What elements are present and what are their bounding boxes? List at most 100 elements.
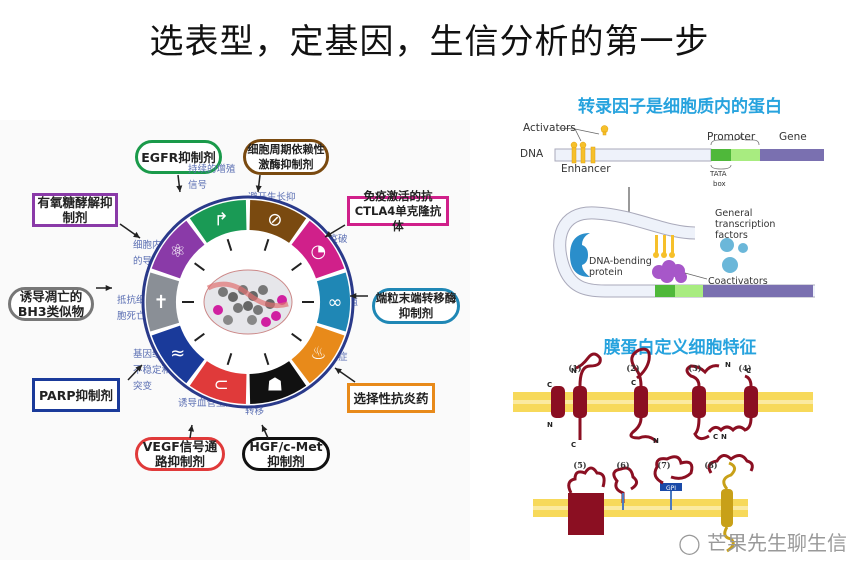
transmembrane-helix (551, 386, 565, 418)
tumor-cell (228, 292, 238, 302)
box-antiinflam: 选择性抗炎药 (347, 383, 435, 413)
terminus-label: C (713, 433, 718, 441)
activators-label: Activators (523, 122, 576, 134)
coactivators-label: Coactivators (708, 276, 768, 287)
box-label: PARP抑制剂 (39, 387, 113, 403)
wheel-segment (145, 272, 180, 332)
protein-type-label: (7) (657, 460, 670, 470)
bent-dna (553, 206, 815, 298)
transmembrane-helix (692, 386, 706, 418)
inward-arrow (194, 262, 205, 272)
wechat-icon: ◯ (678, 531, 701, 555)
protein-tail (744, 374, 753, 387)
multi-pass-protein (568, 493, 604, 535)
inward-arrow (226, 238, 233, 251)
wheel-segment (291, 220, 345, 279)
tf-bound (653, 235, 675, 258)
tumor-cell (247, 315, 257, 325)
inward-arrow (194, 332, 205, 342)
coactivators (652, 260, 687, 283)
terminus-label: N (721, 433, 727, 441)
general-transcription-factors (720, 238, 748, 273)
hallmark-label-genome: 基因组的不稳定和突变 (133, 349, 172, 392)
terminus-label: N (571, 367, 577, 375)
tumor-cell (253, 305, 263, 315)
tata-label: TATA (710, 170, 727, 178)
cross-icon: ✝ (153, 292, 168, 313)
hallmark-label-proliferation: 持续的增殖信号 (188, 164, 236, 191)
bilayer-core (513, 400, 813, 404)
tumor-cell (213, 305, 223, 315)
inward-arrow (263, 353, 270, 366)
protein-tail (722, 461, 736, 553)
protein-type-label: (6) (616, 460, 629, 470)
box-label: 端粒末端转移酶抑制剂 (375, 291, 457, 320)
protein-type-label: (5) (573, 460, 586, 470)
dna-bending-protein (570, 233, 590, 277)
arrow-head (133, 231, 140, 238)
protein-tail (629, 417, 659, 444)
tumor-cell (243, 301, 253, 311)
promoter-region (731, 149, 760, 161)
arrow-head (105, 284, 112, 292)
inward-arrow (226, 353, 233, 366)
protein-loop (567, 466, 606, 494)
box-glycolysis: 有氧糖酵解抑制剂 (32, 193, 118, 227)
inward-arrow (291, 332, 302, 342)
box-ctla4: 免疫激活的抗CTLA4单克隆抗体 (347, 189, 449, 233)
transmembrane-helix (573, 386, 587, 418)
watermark: ◯ 芒果先生聊生信 (678, 531, 847, 555)
box-label: box (713, 180, 726, 188)
wheel-segment (249, 361, 307, 404)
hallmarks-wheel: ↱⊘◔∞♨☗⊂≈✝⚛ (96, 174, 368, 439)
arrow-head (261, 425, 268, 432)
wheel-segment (316, 272, 350, 332)
membrane-title: 膜蛋白定义细胞特征 (603, 338, 757, 358)
blood-vessel (206, 281, 289, 309)
box-label: VEGF信号通路抑制剂 (142, 439, 218, 469)
protein-tail (693, 417, 710, 441)
ghost-icon: ☗ (267, 375, 283, 396)
hallmark-label-angiogenesis: 诱导血管生成 (178, 398, 236, 409)
arrow-up-right-icon: ↱ (214, 209, 229, 230)
box-egfr: EGFR抑制剂 (135, 140, 222, 174)
box-cdk: 细胞周期依赖性激酶抑制剂 (243, 139, 329, 175)
wheel-segment (151, 325, 205, 384)
gpi-label: GPI (666, 485, 676, 492)
terminus-label: C (746, 367, 751, 375)
wheel-segment (291, 325, 345, 384)
box-vegf: VEGF信号通路抑制剂 (135, 437, 225, 471)
gene-region (760, 149, 824, 161)
fire-icon: ♨ (310, 343, 326, 364)
transcription-title: 转录因子是细胞质内的蛋白 (578, 97, 782, 117)
no-entry-icon: ⊘ (267, 209, 282, 230)
protein-type-label: (8) (704, 460, 717, 470)
enhancer-label: Enhancer (561, 163, 611, 175)
gene-label: Gene (779, 131, 807, 143)
arrow-head (188, 425, 195, 432)
arrow-head (325, 231, 332, 237)
chromosome-icon: ≈ (170, 343, 185, 364)
transcription-diagram (553, 125, 824, 298)
dna-label: DNA (520, 148, 544, 160)
dna-strand (554, 148, 712, 162)
box-label: EGFR抑制剂 (141, 149, 216, 165)
pacman-icon: ◔ (311, 241, 327, 262)
tumor-cell (271, 311, 281, 321)
lipid-anchored-protein (612, 466, 638, 503)
protein-loop (630, 347, 651, 387)
box-bh3: 诱导凋亡的BH3类似物 (8, 287, 94, 321)
wheel-segment (151, 220, 205, 279)
tumor-cell (218, 287, 228, 297)
enhancer-activators (570, 125, 609, 164)
terminus-label: C (547, 381, 552, 389)
box-telomerase: 端粒末端转移酶抑制剂 (372, 288, 460, 324)
transmembrane-helix (634, 386, 648, 418)
arrow-head (135, 365, 142, 372)
terminus-label: N (547, 421, 553, 429)
protein-type-label: (1) (568, 363, 581, 373)
protein-type-label: (3) (688, 363, 701, 373)
